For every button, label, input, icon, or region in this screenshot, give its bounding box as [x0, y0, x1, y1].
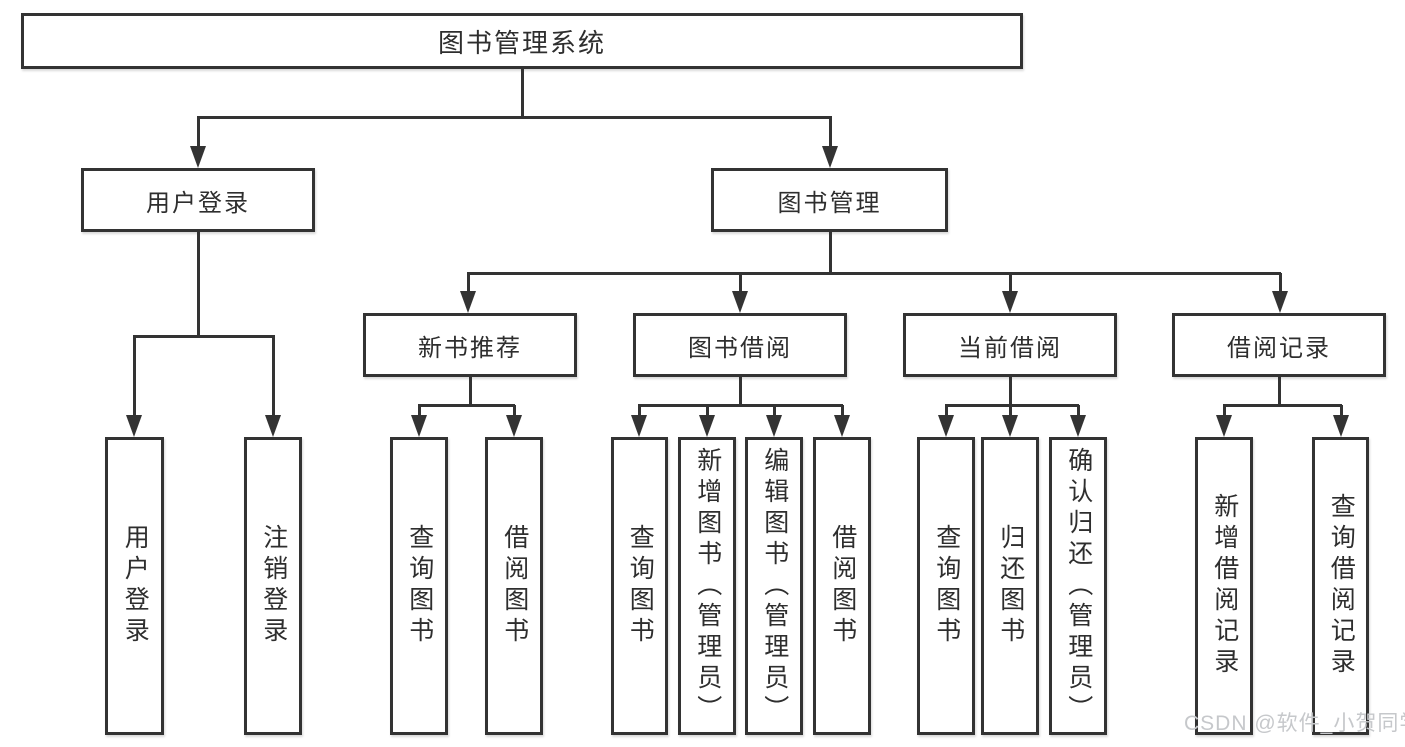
node-current-borrowing: 当前借阅: [903, 313, 1117, 377]
branch-root-children: [197, 116, 832, 119]
branch-current-borrow-children: [945, 404, 1079, 407]
branch-user-login-children: [133, 335, 275, 338]
branch-book-mgmt-children: [467, 272, 1281, 275]
connector-drop-leaf: [1340, 405, 1343, 421]
arrow-down-icon: [411, 415, 427, 437]
node-book-borrowing-label: 图书借阅: [688, 334, 792, 362]
node-borrowing-records: 借阅记录: [1172, 313, 1386, 377]
leaf-query-books-3-label: 查询图书: [932, 524, 961, 648]
leaf-add-borrow-record-label: 新增借阅记录: [1210, 493, 1239, 679]
leaf-logout-label: 注销登录: [259, 524, 288, 648]
leaf-borrow-books-1: 借阅图书: [485, 437, 543, 735]
connector-drop-logout-leaf: [272, 336, 275, 421]
leaf-edit-books-admin-label: 编辑图书（管理员）: [760, 446, 789, 726]
node-root-label: 图书管理系统: [437, 27, 606, 58]
connector-drop-leaf: [773, 405, 776, 421]
connector-drop-new-book-rec: [467, 273, 470, 297]
leaf-add-books-admin: 新增图书（管理员）: [678, 437, 736, 735]
connector-drop-book-borrow: [739, 273, 742, 297]
connector-drop-book-mgmt: [829, 117, 832, 152]
leaf-confirm-return-admin-label: 确认归还（管理员）: [1064, 446, 1093, 726]
leaf-borrow-books-1-label: 借阅图书: [500, 524, 529, 648]
leaf-edit-books-admin: 编辑图书（管理员）: [745, 437, 803, 735]
watermark: CSDN @软件_小贺同学: [1184, 712, 1405, 735]
connector-drop-leaf: [638, 405, 641, 421]
connector-drop-borrow-record: [1279, 273, 1282, 297]
node-user-login: 用户登录: [81, 168, 315, 232]
connector-book-mgmt-stem: [829, 230, 832, 275]
connector-drop-leaf: [1077, 405, 1080, 421]
leaf-return-books-label: 归还图书: [996, 524, 1025, 648]
connector-current-borrow-stem: [1009, 376, 1012, 407]
connector-drop-leaf: [1223, 405, 1226, 421]
node-borrowing-records-label: 借阅记录: [1227, 334, 1331, 362]
arrow-down-icon: [834, 415, 850, 437]
connector-borrow-record-stem: [1278, 376, 1281, 407]
connector-new-book-rec-stem: [469, 376, 472, 407]
leaf-query-books-1-label: 查询图书: [405, 524, 434, 648]
connector-drop-leaf: [513, 405, 516, 421]
arrow-down-icon: [460, 291, 476, 313]
leaf-confirm-return-admin: 确认归还（管理员）: [1049, 437, 1107, 735]
leaf-add-books-admin-label: 新增图书（管理员）: [693, 446, 722, 726]
leaf-return-books: 归还图书: [981, 437, 1039, 735]
leaf-query-books-1: 查询图书: [390, 437, 448, 735]
leaf-query-books-2-label: 查询图书: [626, 524, 655, 648]
connector-drop-user-login: [197, 117, 200, 152]
node-book-borrowing: 图书借阅: [633, 313, 847, 377]
arrow-down-icon: [1333, 415, 1349, 437]
arrow-down-icon: [1002, 415, 1018, 437]
connector-book-borrow-stem: [739, 376, 742, 407]
arrow-down-icon: [1272, 291, 1288, 313]
leaf-borrow-books-2-label: 借阅图书: [828, 524, 857, 648]
arrow-down-icon: [265, 415, 281, 437]
node-book-management: 图书管理: [711, 168, 948, 232]
leaf-query-books-3: 查询图书: [917, 437, 975, 735]
arrow-down-icon: [506, 415, 522, 437]
branch-new-book-rec-children: [418, 404, 515, 407]
arrow-down-icon: [126, 415, 142, 437]
leaf-borrow-books-2: 借阅图书: [813, 437, 871, 735]
connector-drop-leaf: [841, 405, 844, 421]
node-new-book-recommendation: 新书推荐: [363, 313, 577, 377]
leaf-logout: 注销登录: [244, 437, 302, 735]
node-user-login-label: 用户登录: [146, 189, 250, 217]
arrow-down-icon: [1002, 291, 1018, 313]
connector-drop-leaf: [1009, 405, 1012, 421]
leaf-add-borrow-record: 新增借阅记录: [1195, 437, 1253, 735]
arrow-down-icon: [631, 415, 647, 437]
connector-drop-leaf: [706, 405, 709, 421]
leaf-user-login-label: 用户登录: [121, 524, 150, 648]
node-book-management-label: 图书管理: [777, 189, 882, 217]
connector-root-stem: [521, 69, 524, 117]
node-root: 图书管理系统: [21, 13, 1023, 69]
arrow-down-icon: [699, 415, 715, 437]
connector-drop-leaf: [945, 405, 948, 421]
arrow-down-icon: [1216, 415, 1232, 437]
arrow-down-icon: [766, 415, 782, 437]
node-current-borrowing-label: 当前借阅: [958, 334, 1062, 362]
connector-drop-current-borrow: [1009, 273, 1012, 297]
leaf-query-books-2: 查询图书: [611, 437, 668, 735]
arrow-down-icon: [732, 291, 748, 313]
arrow-down-icon: [1070, 415, 1086, 437]
arrow-down-icon: [822, 146, 838, 168]
arrow-down-icon: [190, 146, 206, 168]
connector-user-login-stem: [197, 230, 200, 338]
branch-borrow-record-children: [1223, 404, 1342, 407]
node-new-book-recommendation-label: 新书推荐: [418, 334, 522, 362]
leaf-query-borrow-record-label: 查询借阅记录: [1327, 493, 1356, 679]
leaf-query-borrow-record: 查询借阅记录: [1312, 437, 1369, 735]
arrow-down-icon: [938, 415, 954, 437]
connector-drop-user-login-leaf: [133, 336, 136, 421]
leaf-user-login: 用户登录: [105, 437, 164, 735]
branch-book-borrow-children: [638, 404, 843, 407]
connector-drop-leaf: [418, 405, 421, 421]
